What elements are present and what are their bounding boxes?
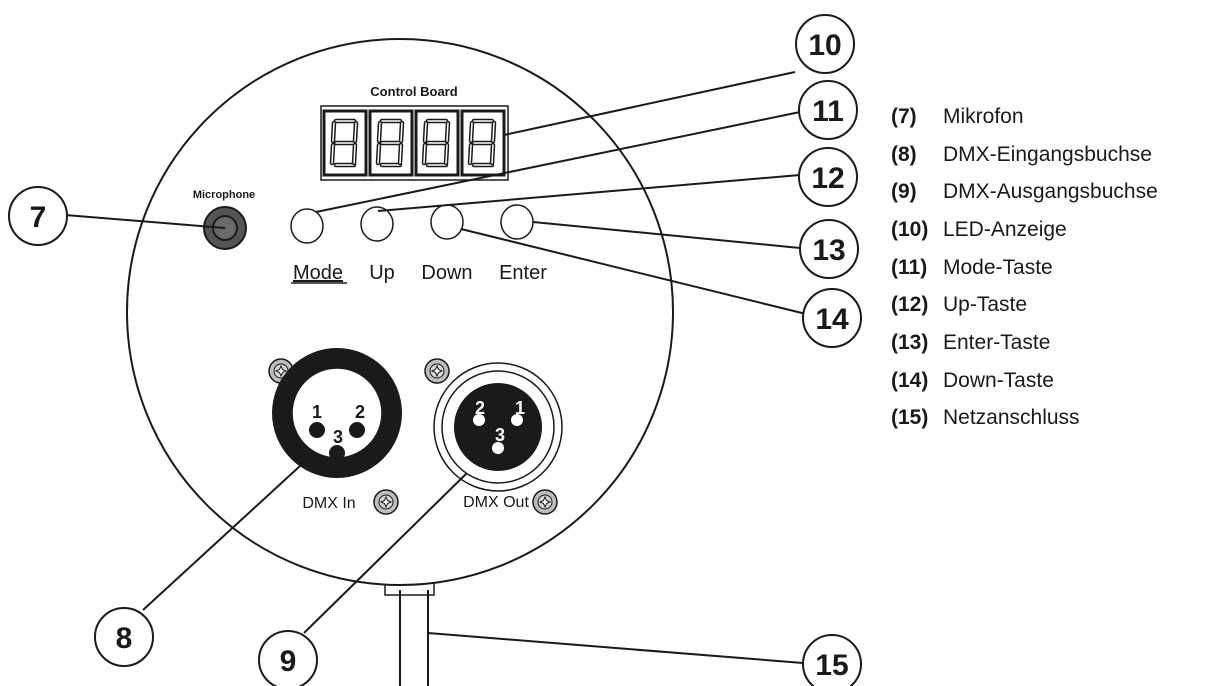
dmx-out-pin-2: 2 xyxy=(475,398,485,418)
callout-8: 8 xyxy=(94,607,154,667)
dmx-out-pin-3: 3 xyxy=(495,425,505,445)
dmx-in-label: DMX In xyxy=(302,495,355,512)
legend-text: LED-Anzeige xyxy=(943,217,1067,241)
legend-num: (8) xyxy=(891,142,917,166)
legend-row-8: (8) DMX-Eingangsbuchse xyxy=(891,136,1221,174)
legend-row-13: (13) Enter-Taste xyxy=(891,324,1221,362)
legend: (7) Mikrofon (8) DMX-Eingangsbuchse (9) … xyxy=(891,98,1221,437)
legend-text: DMX-Ausgangsbuchse xyxy=(943,180,1158,204)
leader-lines xyxy=(64,71,807,664)
dmx-in-pin-3: 3 xyxy=(333,427,343,447)
legend-num: (14) xyxy=(891,368,929,392)
dmx-out-connector: 2 1 3 xyxy=(433,362,563,492)
button-mode[interactable] xyxy=(290,208,324,244)
legend-text: Up-Taste xyxy=(943,293,1028,317)
legend-row-15: (15) Netzanschluss xyxy=(891,400,1221,438)
legend-row-12: (12) Up-Taste xyxy=(891,286,1221,324)
legend-num: (13) xyxy=(891,330,929,354)
callout-14-label: 14 xyxy=(815,303,849,336)
led-digits xyxy=(322,109,506,177)
legend-num: (10) xyxy=(891,217,929,241)
button-label-down: Down xyxy=(421,262,472,284)
legend-num: (7) xyxy=(891,104,917,128)
screws xyxy=(268,358,558,515)
callout-8-label: 8 xyxy=(116,622,133,655)
screw-icon xyxy=(373,489,399,515)
legend-text: Enter-Taste xyxy=(943,330,1051,354)
legend-text: Mode-Taste xyxy=(943,255,1053,279)
callout-12: 12 xyxy=(798,147,858,207)
dmx-out-label: DMX Out xyxy=(463,494,529,511)
dmx-in-connector: 1 2 3 xyxy=(272,348,402,478)
callout-14: 14 xyxy=(802,288,862,348)
callout-13: 13 xyxy=(799,219,859,279)
dmx-in-pin-2: 2 xyxy=(355,402,365,422)
legend-num: (11) xyxy=(891,255,928,279)
legend-num: (15) xyxy=(891,406,929,430)
power-cable xyxy=(384,574,435,686)
button-label-enter: Enter xyxy=(499,262,547,284)
callout-12-label: 12 xyxy=(811,162,844,195)
callout-11-label: 11 xyxy=(812,95,844,128)
led-digit xyxy=(414,109,460,177)
legend-text: DMX-Eingangsbuchse xyxy=(943,142,1152,166)
legend-num: (12) xyxy=(891,293,929,317)
callout-15-label: 15 xyxy=(815,649,848,682)
callouts: 7 8 9 10 11 12 13 14 xyxy=(8,14,862,686)
button-down[interactable] xyxy=(430,204,464,240)
control-board-label: Control Board xyxy=(370,84,457,99)
led-digit xyxy=(460,109,506,177)
legend-row-7: (7) Mikrofon xyxy=(891,98,1221,136)
screw-icon xyxy=(532,489,558,515)
legend-row-9: (9) DMX-Ausgangsbuchse xyxy=(891,173,1221,211)
screw-icon xyxy=(424,358,450,384)
callout-9: 9 xyxy=(258,630,318,686)
callout-7: 7 xyxy=(8,186,68,246)
led-digit xyxy=(322,109,368,177)
led-digit xyxy=(368,109,414,177)
callout-13-label: 13 xyxy=(812,234,845,267)
dmx-in-pin-1: 1 xyxy=(312,402,322,422)
legend-text: Mikrofon xyxy=(943,104,1024,128)
button-enter[interactable] xyxy=(500,204,534,240)
legend-row-14: (14) Down-Taste xyxy=(891,362,1221,400)
callout-15: 15 xyxy=(802,634,862,686)
legend-row-10: (10) LED-Anzeige xyxy=(891,211,1221,249)
button-label-up: Up xyxy=(369,262,395,284)
button-label-mode: Mode xyxy=(293,262,343,284)
legend-text: Netzanschluss xyxy=(943,406,1080,430)
legend-num: (9) xyxy=(891,180,917,204)
microphone-label: Microphone xyxy=(193,189,255,201)
callout-10: 10 xyxy=(795,14,855,74)
callout-10-label: 10 xyxy=(808,29,841,62)
callout-9-label: 9 xyxy=(280,645,297,678)
legend-row-11: (11) Mode-Taste xyxy=(891,249,1221,287)
led-display xyxy=(320,105,509,181)
button-up[interactable] xyxy=(360,206,394,242)
dmx-out-pin-1: 1 xyxy=(515,398,525,418)
legend-text: Down-Taste xyxy=(943,368,1054,392)
callout-11: 11 xyxy=(798,80,858,140)
callout-7-label: 7 xyxy=(30,201,47,234)
